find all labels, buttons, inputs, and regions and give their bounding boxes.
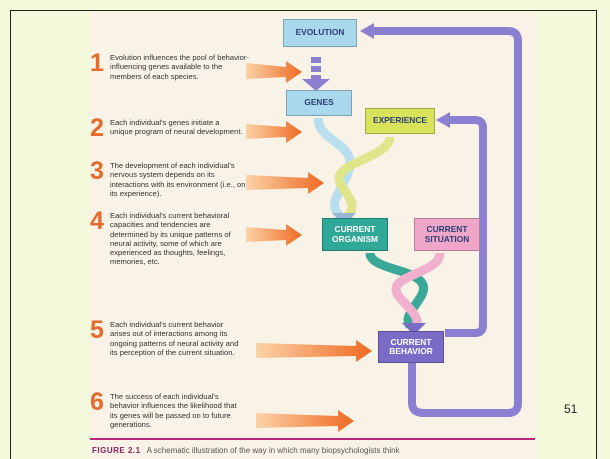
arrow-step-5: [256, 340, 372, 362]
box-current-situation: CURRENT SITUATION: [414, 218, 480, 251]
caption-text: A schematic illustration of the way in w…: [146, 446, 400, 455]
loop-arrowhead-evolution: [360, 23, 374, 39]
arrow-step-2: [246, 121, 302, 143]
caption-label: FIGURE 2.1: [92, 446, 141, 455]
step-number: 3: [90, 157, 104, 185]
caption-divider: [90, 438, 535, 440]
step-number: 6: [90, 388, 104, 416]
box-experience: EXPERIENCE: [365, 108, 435, 134]
arrow-step-4: [246, 224, 302, 246]
step-text: The development of each individual's ner…: [110, 161, 246, 198]
box-genes: GENES: [286, 90, 352, 116]
box-current-behavior: CURRENT BEHAVIOR: [378, 331, 444, 363]
step-text: Each individual's genes initiate a uniqu…: [110, 118, 243, 137]
arrow-step-1: [246, 61, 302, 83]
arrow-step-6: [256, 410, 354, 432]
box-current-organism: CURRENT ORGANISM: [322, 218, 388, 251]
step-text: Evolution influences the pool of behavio…: [110, 53, 249, 81]
feedback-loop-to-evolution: [370, 27, 522, 417]
step-arrows: [246, 61, 372, 432]
step-text: The success of each individual's behavio…: [110, 392, 237, 429]
step-number: 4: [90, 207, 104, 235]
step-text: Each individual's current behavior arise…: [110, 320, 239, 357]
figure-caption: FIGURE 2.1 A schematic illustration of th…: [92, 446, 400, 455]
loop-arrowhead-experience: [436, 112, 450, 128]
flow-diagram-graphics: [246, 23, 522, 432]
step-number: 5: [90, 316, 104, 344]
feedback-loop-to-experience: [445, 116, 487, 337]
box-evolution: EVOLUTION: [283, 19, 357, 47]
page-number: 51: [564, 402, 578, 416]
step-text: Each individual's current behavioral cap…: [110, 211, 231, 267]
step-number: 2: [90, 114, 104, 142]
arrow-step-3: [246, 172, 324, 194]
step-number: 1: [90, 49, 104, 77]
textbook-figure: EVOLUTION GENES EXPERIENCE CURRENT ORGAN…: [90, 13, 535, 459]
